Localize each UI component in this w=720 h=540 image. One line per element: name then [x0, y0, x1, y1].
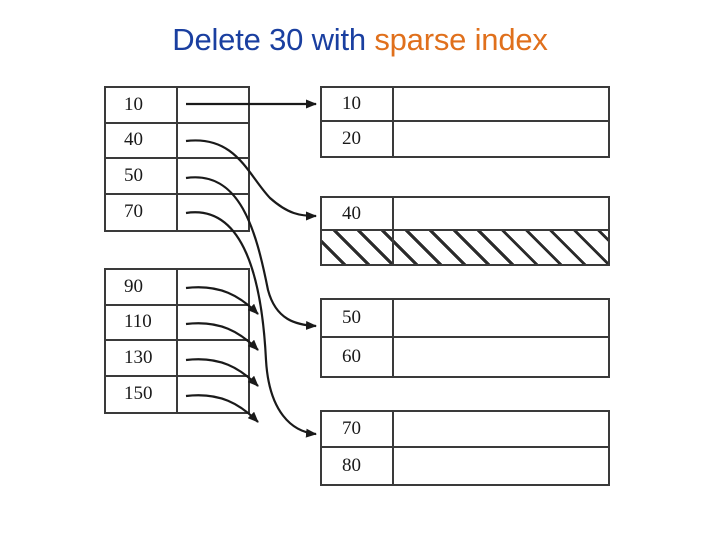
data-block-1: 10 20 — [320, 86, 610, 158]
record-key: 40 — [322, 198, 394, 229]
index-pointer-cell — [178, 88, 248, 122]
index-key: 40 — [106, 123, 178, 157]
data-record-row: 50 — [322, 300, 608, 338]
record-body — [394, 300, 608, 336]
index-key: 110 — [106, 305, 178, 339]
index-entry: 110 — [106, 305, 248, 341]
data-record-row: 40 — [322, 198, 608, 231]
index-entry: 130 — [106, 341, 248, 377]
index-pointer-cell — [178, 195, 248, 231]
record-body — [394, 412, 608, 446]
data-block-3: 50 60 — [320, 298, 610, 378]
index-entry: 40 — [106, 123, 248, 159]
data-record-row: 10 — [322, 88, 608, 122]
index-key: 150 — [106, 376, 178, 412]
index-entry: 90 — [106, 270, 248, 306]
index-key: 130 — [106, 341, 178, 375]
record-key: 80 — [322, 448, 394, 484]
data-record-row: 80 — [322, 448, 608, 484]
record-key-deleted — [322, 231, 394, 264]
data-record-row: 60 — [322, 338, 608, 376]
data-record-row-deleted — [322, 231, 608, 264]
index-key: 50 — [106, 159, 178, 193]
data-record-row: 70 — [322, 412, 608, 448]
index-key: 90 — [106, 270, 178, 304]
index-entry: 150 — [106, 376, 248, 413]
index-entry: 50 — [106, 159, 248, 195]
index-key: 10 — [106, 88, 178, 122]
index-pointer-cell — [178, 159, 248, 193]
record-key: 70 — [322, 412, 394, 446]
record-body — [394, 122, 608, 156]
index-pointer-cell — [178, 377, 248, 413]
record-key: 60 — [322, 338, 394, 376]
record-body — [394, 198, 608, 229]
title-segment-orange: sparse index — [374, 22, 548, 57]
index-pointer-cell — [178, 270, 248, 304]
title-segment-blue: Delete 30 with — [172, 22, 366, 57]
data-block-4: 70 80 — [320, 410, 610, 486]
record-key: 20 — [322, 122, 394, 156]
record-key: 50 — [322, 300, 394, 336]
page-title: Delete 30 with sparse index — [0, 22, 720, 58]
record-key: 10 — [322, 88, 394, 120]
index-pointer-cell — [178, 124, 248, 158]
record-body — [394, 448, 608, 484]
sparse-index-block-2: 90 110 130 150 — [104, 268, 250, 414]
index-entry: 70 — [106, 194, 248, 231]
index-entry: 10 — [106, 88, 248, 124]
index-pointer-cell — [178, 341, 248, 375]
index-key: 70 — [106, 194, 178, 230]
index-pointer-cell — [178, 306, 248, 340]
record-body — [394, 88, 608, 120]
data-record-row: 20 — [322, 122, 608, 156]
record-body — [394, 338, 608, 376]
record-body-deleted — [394, 231, 608, 264]
sparse-index-block-1: 10 40 50 70 — [104, 86, 250, 232]
data-block-2: 40 — [320, 196, 610, 266]
